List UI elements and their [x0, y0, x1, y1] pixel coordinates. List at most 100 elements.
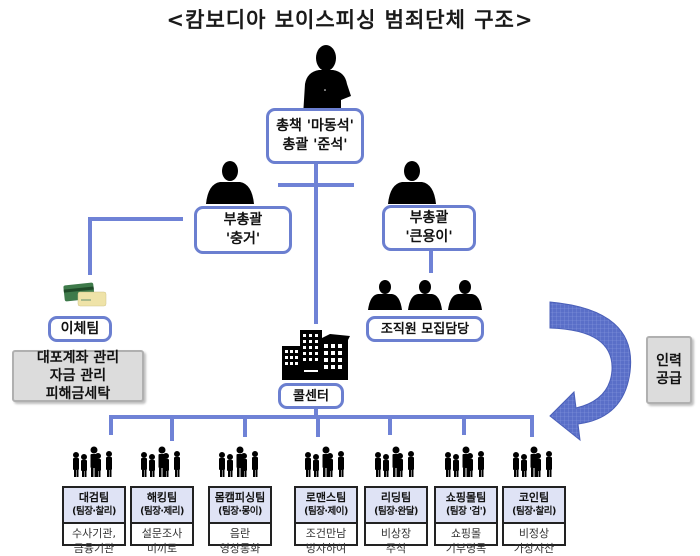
recruiting-box: 조직원 모집담당 [366, 316, 484, 342]
recruiting-label: 조직원 모집담당 [380, 321, 470, 337]
connector-line [110, 415, 534, 419]
connector-line [316, 415, 320, 437]
leader-title: 총책 '마동석' [276, 118, 354, 134]
team-desc-line: 빙자하여 [305, 542, 347, 555]
connector-line [278, 183, 354, 187]
connector-line [314, 409, 318, 417]
transfer-duties-box: 대포계좌 관리 자금 관리 피해금세탁 [12, 350, 144, 402]
team-desc-line: 가상자산 [513, 542, 555, 555]
call-center-label: 콜센터 [293, 388, 329, 404]
connector-line [170, 415, 174, 441]
team-desc-line: 비상장 [380, 527, 412, 540]
deputy-box-1: 부총괄 '충거' [194, 206, 292, 254]
team-desc-line: 수사기관, [72, 527, 116, 540]
team-card: 대검팀 (팀장·찰리) 수사기관, 금융기관 [62, 486, 126, 555]
curved-arrow-icon [548, 300, 638, 450]
team-leader: (팀장·완달) [374, 506, 418, 517]
team-card: 해킹팀 (팀장·제리) 설문조사 미끼로 [130, 486, 194, 555]
deputy-box-2: 부총괄 '큰용이' [382, 205, 476, 251]
team-name: 코인팀 [518, 491, 550, 504]
supply-label: 공급 [656, 371, 682, 387]
team-members-icon [443, 446, 489, 478]
building-icon [280, 324, 352, 382]
team-name: 해킹팀 [146, 491, 178, 504]
team-desc-line: 비정상 [518, 527, 550, 540]
team-description: 수사기관, 금융기관 [64, 524, 124, 556]
recruiter-group-icon [366, 280, 484, 310]
team-desc-line: 기부명목 [445, 542, 487, 555]
leader-subtitle: 총괄 '준석' [282, 137, 348, 153]
team-leader: (팀장·찰리) [512, 506, 556, 517]
team-desc-line: 금융기관 [73, 542, 115, 555]
team-desc-line: 영상통화 [219, 542, 261, 555]
team-header: 해킹팀 (팀장·제리) [132, 488, 192, 524]
duty-item: 자금 관리 [49, 368, 107, 384]
team-members-icon [511, 446, 557, 478]
team-header: 몸캠피싱팀 (팀장·몽이) [210, 488, 270, 524]
deputy-name: '큰용이' [405, 229, 453, 245]
connector-line [462, 415, 466, 435]
team-desc-line: 조건만남 [305, 527, 347, 540]
deputy-name: '충거' [225, 231, 261, 247]
duty-item: 피해금세탁 [45, 386, 111, 402]
team-description: 음란 영상통화 [210, 524, 270, 556]
team-header: 리딩팀 (팀장·완달) [366, 488, 426, 524]
team-desc-line: 쇼핑몰 [450, 527, 482, 540]
deputy-title: 부총괄 [409, 210, 449, 226]
team-card: 로맨스팀 (팀장·제이) 조건만남 빙자하여 [294, 486, 358, 555]
connector-line [109, 415, 113, 435]
team-header: 로맨스팀 (팀장·제이) [296, 488, 356, 524]
team-desc-line: 설문조사 [141, 527, 183, 540]
transfer-team-box: 이체팀 [48, 316, 112, 342]
team-card: 쇼핑몰팀 (팀장 '검') 쇼핑몰 기부명목 [434, 486, 498, 555]
connector-line [429, 251, 433, 273]
transfer-team-label: 이체팀 [60, 320, 100, 337]
call-center-box: 콜센터 [278, 383, 344, 409]
team-header: 코인팀 (팀장·찰리) [504, 488, 564, 524]
duty-item: 대포계좌 관리 [36, 350, 120, 366]
team-description: 쇼핑몰 기부명목 [436, 524, 496, 556]
connector-line [88, 217, 92, 275]
connector-line [388, 415, 392, 435]
supply-label: 인력 [656, 353, 682, 369]
team-members-icon [303, 446, 349, 478]
team-members-icon [373, 446, 419, 478]
team-name: 몸캠피싱팀 [214, 491, 266, 504]
team-name: 쇼핑몰팀 [445, 491, 487, 504]
team-desc-line: 미끼로 [146, 542, 178, 555]
leader-silhouette-icon [295, 44, 357, 116]
team-leader: (팀장 '검') [445, 506, 487, 517]
team-card: 몸캠피싱팀 (팀장·몽이) 음란 영상통화 [208, 486, 272, 555]
team-members-icon [71, 446, 117, 478]
team-leader: (팀장·몽이) [218, 506, 262, 517]
team-leader: (팀장·제리) [140, 506, 184, 517]
connector-line [243, 415, 247, 437]
connector-line [530, 415, 534, 437]
team-desc-line: 주식 [385, 542, 407, 555]
diagram-title: <캄보디아 보이스피싱 범죄단체 구조> [166, 8, 534, 32]
team-members-icon [139, 446, 185, 478]
team-name: 대검팀 [78, 491, 110, 504]
team-description: 조건만남 빙자하여 [296, 524, 356, 556]
team-header: 쇼핑몰팀 (팀장 '검') [436, 488, 496, 524]
team-name: 로맨스팀 [305, 491, 347, 504]
team-members-icon [217, 446, 263, 478]
deputy-title: 부총괄 [223, 212, 263, 228]
team-leader: (팀장·찰리) [72, 506, 116, 517]
leader-box: 총책 '마동석' 총괄 '준석' [266, 108, 364, 164]
team-description: 비상장 주식 [366, 524, 426, 556]
team-card: 리딩팀 (팀장·완달) 비상장 주식 [364, 486, 428, 555]
deputy-silhouette-icon [202, 160, 258, 204]
team-header: 대검팀 (팀장·찰리) [64, 488, 124, 524]
connector-line [88, 217, 183, 221]
team-desc-line: 음란 [229, 527, 251, 540]
team-name: 리딩팀 [380, 491, 412, 504]
deputy-silhouette-icon [384, 160, 440, 204]
team-leader: (팀장·제이) [304, 506, 348, 517]
team-card: 코인팀 (팀장·찰리) 비정상 가상자산 [502, 486, 566, 555]
team-description: 설문조사 미끼로 [132, 524, 192, 556]
connector-line [314, 164, 318, 324]
team-description: 비정상 가상자산 [504, 524, 564, 556]
bank-cards-icon [62, 282, 108, 308]
supply-box: 인력 공급 [646, 336, 692, 404]
